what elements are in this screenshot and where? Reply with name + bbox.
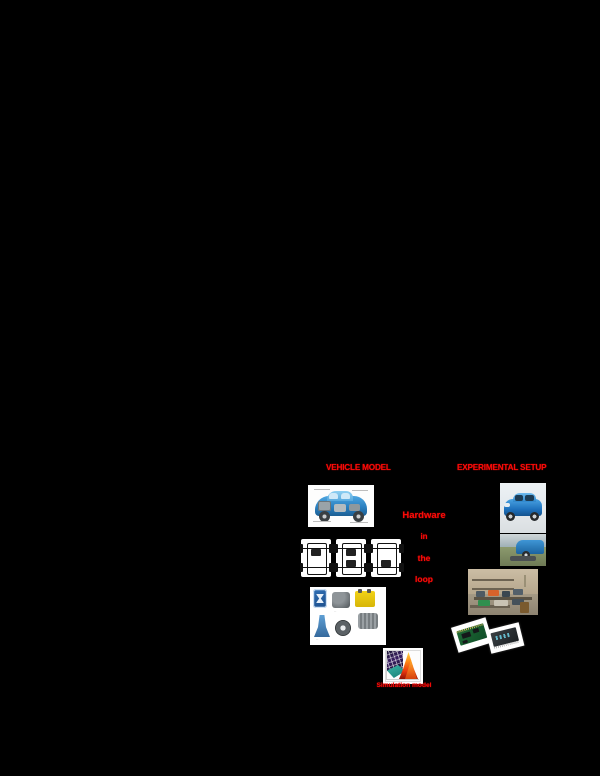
chassis-tyre [329,544,334,553]
plot-y-axis [386,651,387,679]
lab-shelf [472,579,514,581]
lab-equipment [488,590,499,596]
hardware-in-the-loop-figure: VEHICLE MODEL EXPERIMENTAL SETUP [296,455,556,705]
lab-chair [520,602,529,613]
electronics-laboratory-photo [468,569,538,615]
lab-equipment [476,591,485,597]
photo-car-window [525,495,534,501]
electric-motor-component [358,613,378,629]
vehicle-on-test-rig-photo [500,534,546,566]
battery-terminal [367,589,371,593]
battery-component [355,589,375,607]
cutaway-front-window [329,493,338,499]
chassis-rear-axle [332,567,370,569]
lab-equipment [478,600,490,606]
blue-hatchback-photo [500,483,546,533]
lab-equipment [513,589,523,595]
cutaway-rear-window [341,493,350,499]
chassis-tyre [368,544,373,553]
photo-car-body [504,499,542,516]
component-label: — [316,639,319,641]
hil-line-loop: loop [415,574,433,584]
rig-vehicle-body [516,540,544,554]
chassis-tyre [368,563,373,572]
vehicle-model-heading: VEHICLE MODEL [326,463,391,472]
cutaway-roof [327,491,353,501]
lab-wall [468,569,538,595]
chassis-tyre [364,544,369,553]
battery-terminal [358,589,362,593]
chassis-mass-block [346,549,356,556]
chassis-front-axle [300,548,335,550]
chassis-schematic [332,539,370,577]
chassis-tyre [399,563,404,572]
cutaway-gearbox [334,504,346,512]
hil-line-the: the [417,553,431,563]
plot-x-axis [386,679,419,680]
chassis-tyre [300,563,303,572]
rig-vehicle-wheel [522,551,530,559]
photo-car-roof [513,493,536,502]
chassis-schematic [367,539,404,577]
photo-car-wheel [530,512,539,521]
lab-equipment [494,600,508,606]
lab-equipment [512,599,524,605]
dynamometer-roller [510,556,536,561]
simulation-model-caption: Simulation model [376,682,432,689]
chassis-schematic [300,539,335,577]
lab-lamp [524,575,526,587]
matlab-membrane-plot [383,648,423,684]
lab-equipment [502,591,510,597]
cutaway-leader-line [314,489,330,490]
vehicle-cutaway-diagram [308,485,374,527]
brake-disc-component [335,620,351,636]
photo-car-window [515,495,523,501]
photo-car-wheel [506,512,515,521]
engine-component [332,592,350,608]
component-label: — [334,611,337,613]
experimental-setup-heading: EXPERIMENTAL SETUP [457,463,547,472]
lab-bench [474,597,532,600]
chassis-suspension-schematics [300,537,404,579]
ecu-glyph [316,594,324,603]
lab-bench [470,605,510,608]
dark-controller-module-photo [485,622,525,654]
cutaway-fuel-tank [349,504,360,511]
chassis-tyre [364,563,369,572]
cutaway-leader-line [352,490,368,491]
cutaway-leader-line [350,522,368,523]
ecu-component [313,589,327,608]
chassis-front-axle [332,548,370,550]
photo-car-headlight [504,503,510,507]
chassis-mass-block [346,560,356,567]
chassis-rear-axle [367,567,404,569]
chassis-mass-block [311,549,321,556]
suspension-component [314,615,330,637]
chassis-tyre [333,563,338,572]
chassis-tyre [399,544,404,553]
chassis-rear-axle [300,567,335,569]
chassis-mass-block [381,560,391,567]
cutaway-engine [318,501,331,511]
chassis-tyre [333,544,338,553]
lab-shelf [472,588,514,590]
chassis-front-axle [367,548,404,550]
cutaway-front-wheel [319,511,330,522]
powertrain-components-collage: — — [310,587,386,645]
cutaway-rear-wheel [353,511,364,522]
hil-line-in: in [420,532,428,541]
chassis-tyre [329,563,334,572]
chassis-tyre [300,544,303,553]
cutaway-leader-line [313,521,331,522]
hardware-in-the-loop-label: Hardware in the loop [396,510,452,594]
hil-line-hardware: Hardware [402,510,446,521]
